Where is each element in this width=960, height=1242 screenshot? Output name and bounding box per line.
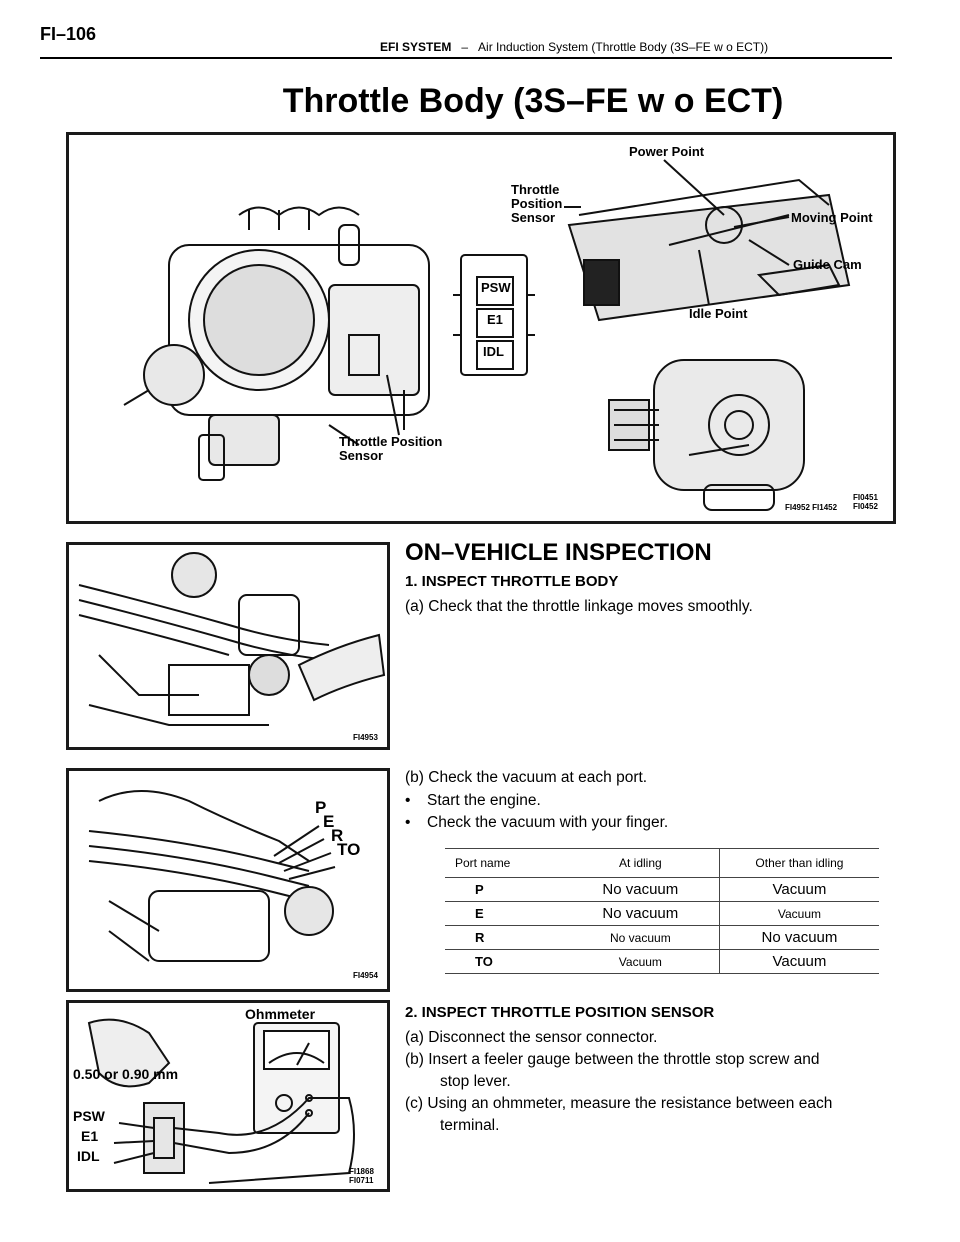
other-cell: Vacuum <box>719 877 879 902</box>
other-cell: Vacuum <box>719 949 879 974</box>
label-tps-top: Throttle Position Sensor <box>511 182 563 225</box>
idle-cell: No vacuum <box>561 877 720 902</box>
step2-title: 2. INSPECT THROTTLE POSITION SENSOR <box>405 1004 715 1021</box>
label-moving-point: Moving Point <box>791 210 873 225</box>
label-idl-terminal: IDL <box>77 1148 100 1164</box>
step2-b-line1: (b) Insert a feeler gauge between the th… <box>405 1051 820 1068</box>
figure-throttle-body: Power Point Throttle Position Sensor Mov… <box>66 132 896 524</box>
other-cell: Vacuum <box>719 901 879 926</box>
step2-a: (a) Disconnect the sensor connector. <box>405 1029 658 1046</box>
step2-b-line2: stop lever. <box>440 1073 511 1090</box>
port-label-to: TO <box>337 840 361 859</box>
page-number: FI–106 <box>40 24 97 44</box>
idle-cell: No vacuum <box>561 901 720 926</box>
port-label-e: E <box>323 812 335 831</box>
header-subtitle: Air Induction System (Throttle Body (3S–… <box>478 40 769 54</box>
table-row: P No vacuum Vacuum <box>445 877 879 902</box>
label-psw-terminal: PSW <box>73 1108 105 1124</box>
figure2-code: FI4953 <box>353 733 378 742</box>
figure1-code-right: FI0451 FI0452 <box>853 493 878 511</box>
header-at-idling: At idling <box>561 848 720 878</box>
figure-vacuum-ports: P E R TO FI4954 <box>66 768 390 992</box>
vacuum-ports-illustration <box>88 790 336 962</box>
step1-title: 1. INSPECT THROTTLE BODY <box>405 573 619 590</box>
ohmmeter-illustration <box>87 1018 355 1184</box>
bullet-start-engine: Start the engine. <box>405 790 541 812</box>
throttle-body-illustration <box>123 159 851 511</box>
page-title: Throttle Body (3S–FE w o ECT) <box>282 82 784 120</box>
running-header: EFI SYSTEM–Air Induction System (Throttl… <box>380 40 768 54</box>
figure-linkage: FI4953 <box>66 542 390 750</box>
idle-cell: No vacuum <box>561 925 720 950</box>
step1-a: (a) Check that the throttle linkage move… <box>405 598 753 615</box>
figure3-code: FI4954 <box>353 971 378 980</box>
label-feeler-gap: 0.50 or 0.90 mm <box>73 1066 179 1082</box>
figure4-code: FI1868 FI0711 <box>349 1167 374 1185</box>
bullet-check-vacuum: Check the vacuum with your finger. <box>405 812 668 834</box>
vacuum-table-header: Port name At idling Other than idling <box>445 848 879 878</box>
step2-c-line2: terminal. <box>440 1117 500 1134</box>
label-idle-point: Idle Point <box>689 306 748 321</box>
label-psw: PSW <box>481 280 511 295</box>
header-system: EFI SYSTEM <box>380 40 452 54</box>
step1-b: (b) Check the vacuum at each port. <box>405 769 648 786</box>
label-power-point: Power Point <box>629 144 705 159</box>
section-title: ON–VEHICLE INSPECTION <box>405 539 712 566</box>
label-guide-cam: Guide Cam <box>793 257 862 272</box>
label-e1-terminal: E1 <box>81 1128 99 1144</box>
table-row: TO Vacuum Vacuum <box>445 949 879 974</box>
header-port-name: Port name <box>445 848 562 878</box>
table-row: R No vacuum No vacuum <box>445 925 879 950</box>
idle-cell: Vacuum <box>561 949 720 974</box>
port-cell: E <box>445 901 562 926</box>
port-cell: TO <box>445 949 562 974</box>
label-idl: IDL <box>483 344 504 359</box>
label-tps-bottom: Throttle Position Sensor <box>339 434 443 463</box>
port-label-p: P <box>315 798 327 817</box>
figure-ohmmeter: Ohmmeter 0.50 or 0.90 mm PSW E1 IDL FI18… <box>66 1000 390 1192</box>
port-label-r: R <box>331 826 344 845</box>
figure1-code: FI4952 FI1452 <box>785 503 838 512</box>
other-cell: No vacuum <box>719 925 879 950</box>
header-rule <box>40 57 892 59</box>
vacuum-table: Port name At idling Other than idling P … <box>445 848 879 974</box>
label-e1: E1 <box>487 312 503 327</box>
step2-c-line1: (c) Using an ohmmeter, measure the resis… <box>405 1095 833 1112</box>
header-separator: – <box>461 40 469 54</box>
port-cell: P <box>445 877 562 902</box>
table-row: E No vacuum Vacuum <box>445 901 879 926</box>
header-other-than-idling: Other than idling <box>719 848 879 878</box>
port-cell: R <box>445 925 562 950</box>
label-ohmmeter: Ohmmeter <box>245 1006 316 1022</box>
linkage-illustration <box>78 552 386 726</box>
